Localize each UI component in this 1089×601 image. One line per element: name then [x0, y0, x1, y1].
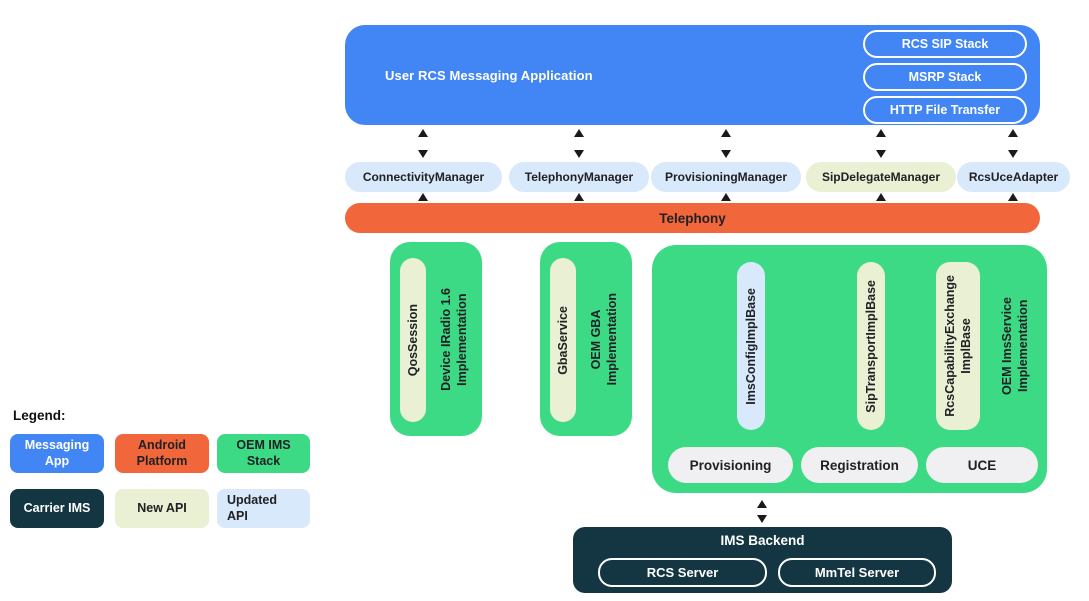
- arrow-up-icon: [876, 193, 886, 201]
- gba-impl-box: GbaService OEM GBA Implementation: [540, 242, 632, 436]
- iradio-impl-label-wrap: Device IRadio 1.6 Implementation: [428, 242, 480, 436]
- user-rcs-messaging-app-title: User RCS Messaging Application: [385, 67, 593, 83]
- arrow-up-icon: [418, 193, 428, 201]
- arrow-up-icon: [1008, 129, 1018, 137]
- arrow-down-icon: [757, 515, 767, 523]
- arrow-down-icon: [418, 150, 428, 158]
- rcs-capability-exchange-impl-base-label: RcsCapabilityExchange ImplBase: [943, 275, 973, 417]
- pill-provisioning: Provisioning: [668, 447, 793, 483]
- qos-session-label: QosSession: [406, 303, 420, 377]
- arrow-down-icon: [876, 150, 886, 158]
- legend-item-android-platform: Android Platform: [115, 434, 209, 473]
- arrow-up-icon: [574, 129, 584, 137]
- arrow-up-icon: [721, 129, 731, 137]
- pill-gba-service: GbaService: [550, 258, 576, 422]
- legend-item-carrier-ims: Carrier IMS: [10, 489, 104, 528]
- pill-telephony-manager: TelephonyManager: [509, 162, 649, 192]
- ims-service-impl-box: ImsConfigImplBase SipTransportImplBase R…: [652, 245, 1047, 493]
- pill-rcs-capability-exchange-impl-base: RcsCapabilityExchange ImplBase: [936, 262, 980, 430]
- legend-item-oem-ims-stack: OEM IMS Stack: [217, 434, 310, 473]
- arrow-down-icon: [1008, 150, 1018, 158]
- ims-backend-box: IMS Backend RCS Server MmTel Server: [573, 527, 952, 593]
- pill-uce: UCE: [926, 447, 1038, 483]
- legend-item-new-api: New API: [115, 489, 209, 528]
- ims-service-impl-label: OEM ImsService Implementation: [1000, 297, 1030, 395]
- pill-provisioning-manager: ProvisioningManager: [651, 162, 801, 192]
- ims-backend-title: IMS Backend: [720, 533, 805, 548]
- arrow-down-icon: [574, 150, 584, 158]
- arrow-up-icon: [1008, 193, 1018, 201]
- legend-item-messaging-app: Messaging App: [10, 434, 104, 473]
- gba-impl-label: OEM GBA Implementation: [589, 292, 619, 386]
- pill-sip-delegate-manager: SipDelegateManager: [806, 162, 956, 192]
- ims-service-impl-label-wrap: OEM ImsService Implementation: [988, 262, 1042, 430]
- iradio-impl-label: Device IRadio 1.6 Implementation: [439, 287, 469, 391]
- arrow-up-icon: [757, 500, 767, 508]
- arrow-up-icon: [876, 129, 886, 137]
- gba-impl-label-wrap: OEM GBA Implementation: [578, 242, 630, 436]
- pill-qos-session: QosSession: [400, 258, 426, 422]
- pill-registration: Registration: [801, 447, 918, 483]
- legend-title: Legend:: [13, 408, 66, 423]
- pill-sip-transport-impl-base: SipTransportImplBase: [857, 262, 885, 430]
- arrow-up-icon: [574, 193, 584, 201]
- pill-rcs-server: RCS Server: [598, 558, 767, 587]
- ims-config-impl-base-label: ImsConfigImplBase: [744, 287, 758, 405]
- pill-ims-config-impl-base: ImsConfigImplBase: [737, 262, 765, 430]
- pill-connectivity-manager: ConnectivityManager: [345, 162, 502, 192]
- sip-transport-impl-base-label: SipTransportImplBase: [864, 279, 878, 413]
- arrow-up-icon: [721, 193, 731, 201]
- iradio-impl-box: QosSession Device IRadio 1.6 Implementat…: [390, 242, 482, 436]
- telephony-bar: Telephony: [345, 203, 1040, 233]
- pill-mmtel-server: MmTel Server: [778, 558, 936, 587]
- pill-rcs-uce-adapter: RcsUceAdapter: [957, 162, 1070, 192]
- arrow-up-icon: [418, 129, 428, 137]
- http-file-transfer-pill: HTTP File Transfer: [863, 96, 1027, 124]
- arrow-down-icon: [721, 150, 731, 158]
- gba-service-label: GbaService: [556, 305, 570, 375]
- msrp-stack-pill: MSRP Stack: [863, 63, 1027, 91]
- user-rcs-messaging-app-box: User RCS Messaging Application RCS SIP S…: [345, 25, 1040, 125]
- rcs-sip-stack-pill: RCS SIP Stack: [863, 30, 1027, 58]
- legend-item-updated-api: Updated API: [217, 489, 310, 528]
